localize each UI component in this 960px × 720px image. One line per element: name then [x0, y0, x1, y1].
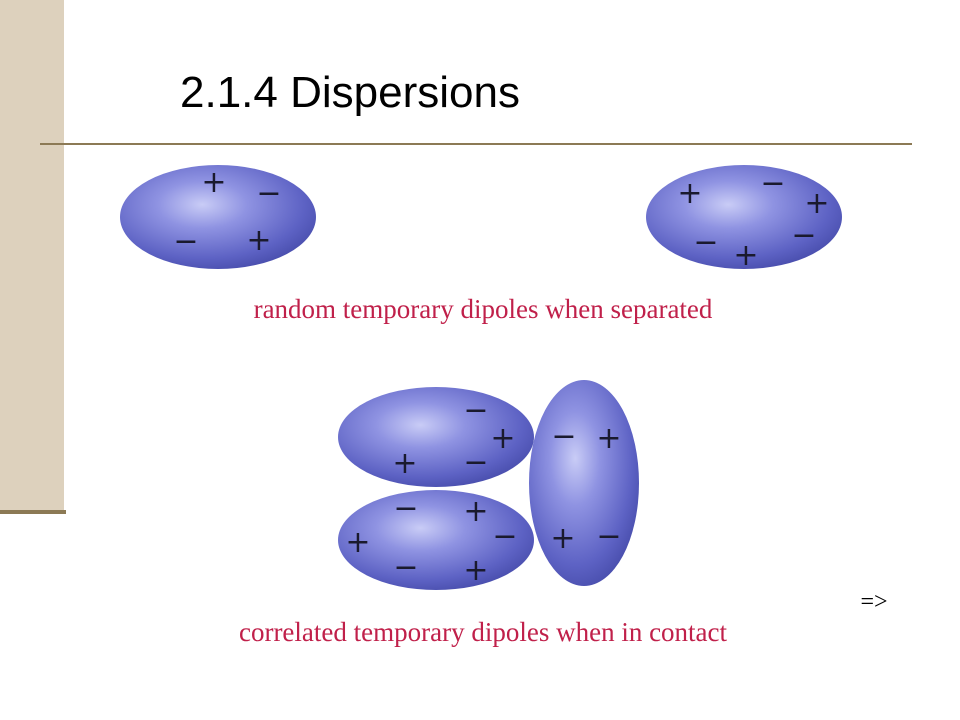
- next-slide-arrow[interactable]: =>: [860, 589, 887, 615]
- caption-contact: correlated temporary dipoles when in con…: [239, 617, 728, 647]
- molecule-contact-top: [338, 387, 534, 487]
- molecule-separated-left: [120, 165, 316, 269]
- sign-minus: −: [596, 519, 621, 554]
- sign-minus: −: [393, 550, 418, 585]
- sign-plus: +: [677, 176, 702, 211]
- caption-separated: random temporary dipoles when separated: [254, 294, 713, 324]
- sign-plus: +: [345, 525, 370, 560]
- slide-side-bar: [0, 0, 64, 512]
- sign-plus: +: [733, 238, 758, 273]
- sign-minus: −: [693, 225, 718, 260]
- molecule-contact-bottom: [338, 490, 534, 590]
- sign-plus: +: [392, 446, 417, 481]
- sign-minus: −: [492, 519, 517, 554]
- sign-minus: −: [256, 176, 281, 211]
- sign-plus: +: [596, 421, 621, 456]
- sign-minus: −: [551, 419, 576, 454]
- sign-minus: −: [760, 166, 785, 201]
- sign-minus: −: [463, 445, 488, 480]
- sign-plus: +: [463, 494, 488, 529]
- sign-plus: +: [201, 165, 226, 200]
- sign-plus: +: [550, 521, 575, 556]
- sign-minus: −: [463, 393, 488, 428]
- sign-plus: +: [804, 186, 829, 221]
- sign-minus: −: [791, 218, 816, 253]
- sign-plus: +: [490, 421, 515, 456]
- molecule-contact-vertical: [529, 380, 639, 586]
- molecule-separated-right: [646, 165, 842, 269]
- sign-plus: +: [463, 553, 488, 588]
- side-bar-edge: [0, 510, 66, 514]
- sign-minus: −: [173, 224, 198, 259]
- title-divider: [40, 143, 912, 145]
- sign-minus: −: [393, 491, 418, 526]
- sign-plus: +: [246, 223, 271, 258]
- slide-title: 2.1.4 Dispersions: [180, 68, 520, 117]
